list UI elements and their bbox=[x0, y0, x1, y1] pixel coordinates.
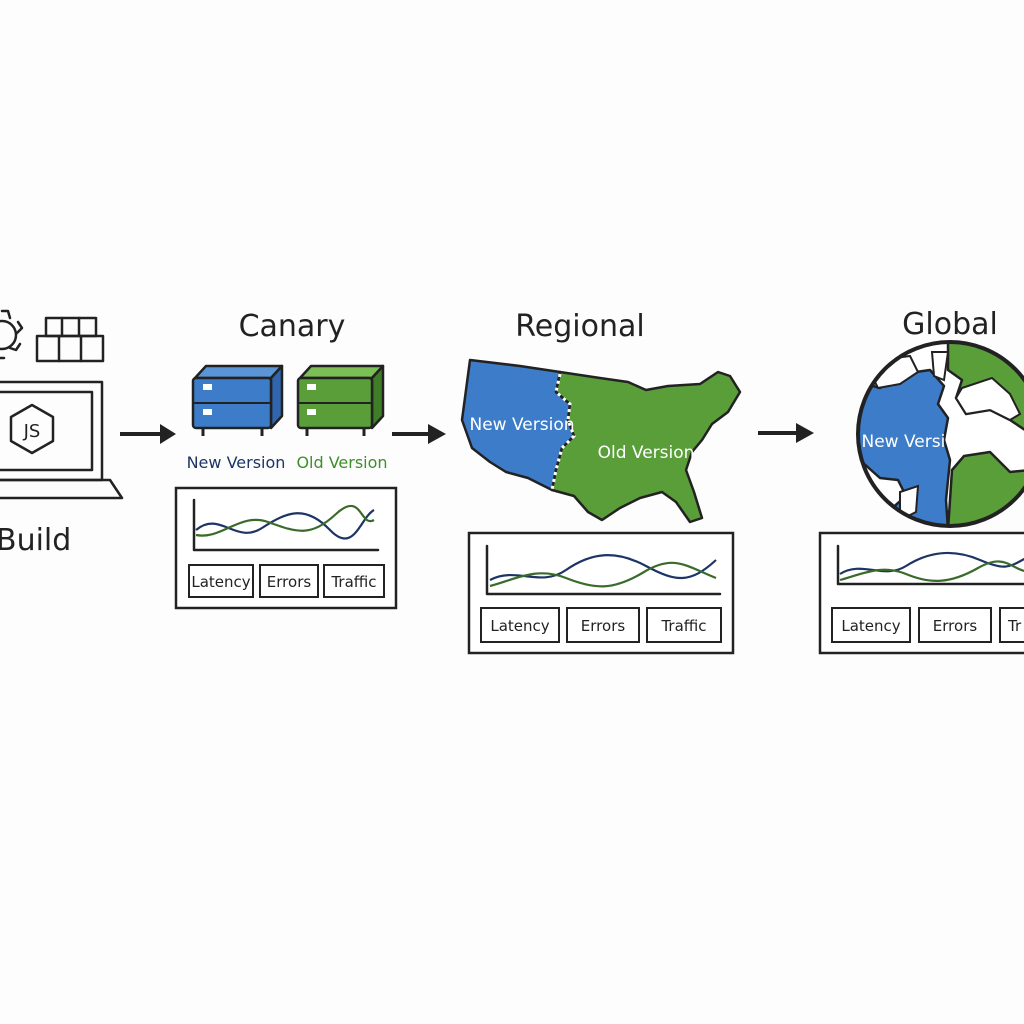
new-version-server-icon bbox=[191, 364, 284, 436]
global-title: Global bbox=[902, 307, 998, 342]
old-version-series-line bbox=[195, 505, 375, 537]
latency-button-label: Latency bbox=[841, 617, 900, 635]
regional-stage: Regional New Version Old Version Latency… bbox=[460, 309, 742, 655]
arrow-right-icon bbox=[392, 424, 446, 444]
region-divider bbox=[550, 373, 576, 491]
errors-button[interactable]: Errors bbox=[918, 607, 992, 643]
latency-button-label: Latency bbox=[490, 617, 549, 635]
build-title: Build bbox=[0, 523, 71, 558]
errors-button-label: Errors bbox=[581, 617, 626, 635]
canary-stage: Canary New Version Old Version bbox=[174, 309, 398, 610]
globe-icon: New Version bbox=[856, 340, 1024, 528]
global-metrics-panel: Latency Errors Tr bbox=[818, 531, 1024, 655]
latency-button[interactable]: Latency bbox=[188, 564, 254, 598]
build-stage: JS Build bbox=[0, 309, 124, 558]
laptop-icon bbox=[0, 380, 124, 500]
regional-metrics-panel: Latency Errors Traffic bbox=[467, 531, 735, 655]
new-version-series-line bbox=[489, 554, 717, 581]
traffic-button[interactable]: Tr bbox=[999, 607, 1024, 643]
latency-button[interactable]: Latency bbox=[480, 607, 560, 643]
errors-button[interactable]: Errors bbox=[259, 564, 319, 598]
canary-metrics-panel: Latency Errors Traffic bbox=[174, 486, 398, 610]
global-stage: Global New Version bbox=[818, 307, 1024, 655]
new-version-series-line bbox=[839, 551, 1024, 575]
regional-new-version-label: New Version bbox=[470, 415, 575, 435]
gear-icon bbox=[0, 309, 24, 360]
latency-button-label: Latency bbox=[191, 573, 250, 591]
old-version-series-line bbox=[489, 561, 717, 588]
traffic-button-label: Tr bbox=[1007, 617, 1022, 635]
new-version-series-line bbox=[195, 509, 375, 540]
js-hexagon-icon: JS bbox=[9, 403, 55, 455]
regional-title: Regional bbox=[515, 309, 644, 344]
old-version-server-icon bbox=[296, 364, 385, 436]
traffic-button-label: Traffic bbox=[330, 573, 376, 591]
canary-title: Canary bbox=[239, 309, 346, 344]
package-boxes-icon bbox=[35, 316, 105, 363]
errors-button[interactable]: Errors bbox=[566, 607, 640, 643]
errors-button-label: Errors bbox=[933, 617, 978, 635]
latency-button[interactable]: Latency bbox=[831, 607, 911, 643]
regional-old-version-label: Old Version bbox=[598, 443, 695, 463]
global-new-version-label: New Version bbox=[862, 432, 967, 452]
traffic-button-label: Traffic bbox=[660, 617, 706, 635]
arrow-right-icon bbox=[120, 424, 176, 444]
errors-button-label: Errors bbox=[267, 573, 312, 591]
usa-map-icon: New Version Old Version bbox=[460, 358, 742, 524]
js-label: JS bbox=[23, 421, 41, 442]
old-version-series-line bbox=[839, 560, 1024, 582]
legend-new-version: New Version bbox=[187, 453, 286, 472]
arrow-right-icon bbox=[758, 423, 814, 443]
traffic-button[interactable]: Traffic bbox=[323, 564, 385, 598]
legend-old-version: Old Version bbox=[296, 453, 387, 472]
traffic-button[interactable]: Traffic bbox=[646, 607, 722, 643]
